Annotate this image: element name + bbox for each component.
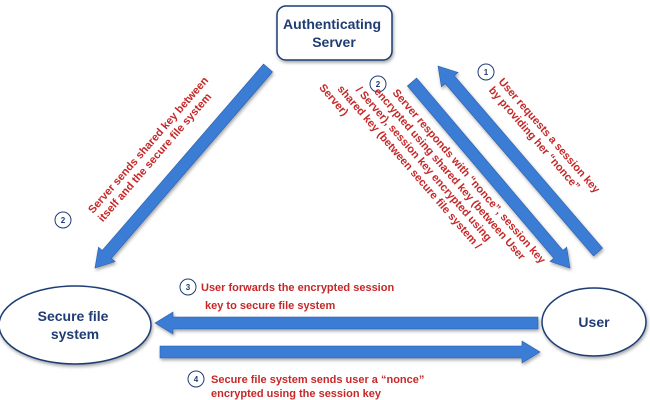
step-4-text: Secure file system sends user a “nonce” … [211,374,427,400]
step-2-right-number: 2 [376,80,381,89]
arrow-secure-fs-to-user [159,340,541,364]
step-2-right-badge [369,75,387,93]
step-1-badge [477,63,495,81]
step-2-left-number: 2 [61,216,66,225]
arrow-server-to-secure-fs [94,63,273,269]
step-2-left-badge [54,211,72,229]
secure-file-system-label: Secure file system [38,308,113,342]
arrow-server-to-user [406,77,571,269]
step-3-number: 3 [186,283,191,292]
authenticating-server-node: Authenticating Server [276,5,393,61]
step-3-annotation: 3 User forwards the encrypted session ke… [179,278,397,312]
arrows-layer [94,63,603,364]
arrow-user-to-secure-fs [154,311,539,335]
step-4-badge [187,370,205,388]
authenticating-server-box [276,5,393,61]
secure-file-system-ellipse [0,285,152,365]
step-1-number: 1 [484,68,489,77]
step-3-badge [179,278,197,296]
authenticating-server-label: Authenticating Server [283,16,385,50]
step-4-annotation: 4 Secure file system sends user a “nonce… [187,370,427,400]
user-ellipse [541,287,647,357]
user-label: User [578,314,610,330]
step-3-text: User forwards the encrypted session key … [201,282,397,312]
step-4-number: 4 [194,375,199,384]
secure-file-system-node: Secure file system [0,285,152,365]
user-node: User [541,287,647,357]
arrow-user-to-server [437,65,603,257]
